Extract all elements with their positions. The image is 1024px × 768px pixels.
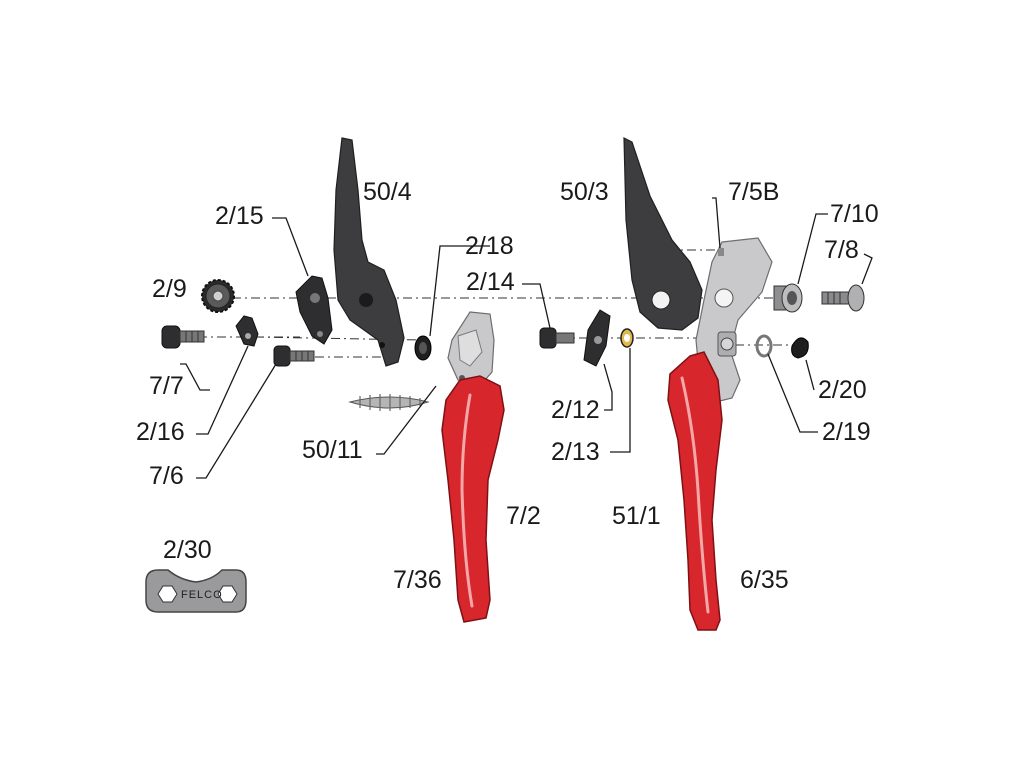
label-7-36: 7/36	[393, 566, 442, 594]
blade-50-4	[333, 137, 405, 367]
label-2-12: 2/12	[551, 396, 600, 424]
label-7-2: 7/2	[506, 502, 541, 530]
nut-7-10	[773, 283, 803, 313]
pin-7-5b	[718, 248, 724, 256]
part-labels: 50/4 2/15 2/18 2/9 7/7 2/16 7/6 50/11 7/…	[136, 178, 879, 594]
label-2-16: 2/16	[136, 418, 185, 446]
cap-2-20	[791, 337, 809, 359]
label-50-11: 50/11	[302, 436, 363, 464]
blade-50-3	[623, 137, 703, 331]
coil-spring-50-11	[348, 394, 430, 411]
label-2-15: 2/15	[215, 202, 264, 230]
handle-51-1	[667, 237, 773, 631]
leader-lines	[180, 197, 873, 479]
label-2-20: 2/20	[818, 376, 867, 404]
gear-2-9	[201, 279, 235, 313]
spring-2-16	[235, 315, 259, 347]
anvil-2-12	[583, 309, 611, 367]
wrench-logo-text: FELCO	[181, 589, 223, 601]
label-51-1: 51/1	[612, 502, 661, 530]
label-2-14: 2/14	[466, 268, 515, 296]
label-7-8: 7/8	[824, 236, 859, 264]
handle-pivot-hole	[714, 288, 734, 308]
blade-pivot-hole	[359, 293, 373, 307]
wrench-2-30: FELCO	[145, 569, 247, 613]
bolt-7-8	[821, 284, 865, 312]
label-2-19: 2/19	[822, 418, 871, 446]
label-2-13: 2/13	[551, 438, 600, 466]
screw-2-14	[539, 327, 575, 349]
blade-50-3-pivot-hole	[651, 290, 671, 310]
label-7-7: 7/7	[149, 372, 184, 400]
washer-2-13	[620, 328, 634, 348]
buffer-2-18	[414, 335, 432, 361]
label-7-6: 7/6	[149, 462, 184, 490]
label-2-30: 2/30	[163, 536, 212, 564]
label-50-3: 50/3	[560, 178, 609, 206]
cam-plate-2-15	[295, 275, 333, 345]
handle-7-2	[441, 311, 505, 623]
ring-2-19	[755, 334, 773, 358]
label-6-35: 6/35	[740, 566, 789, 594]
grip-6-35	[667, 351, 723, 631]
grip-7-36	[441, 375, 505, 623]
screw-7-6	[273, 345, 315, 367]
label-7-5b: 7/5B	[728, 178, 779, 206]
label-2-18: 2/18	[465, 232, 514, 260]
label-7-10: 7/10	[830, 200, 879, 228]
bolt-7-7	[161, 325, 205, 349]
label-50-4: 50/4	[363, 178, 412, 206]
label-2-9: 2/9	[152, 275, 187, 303]
